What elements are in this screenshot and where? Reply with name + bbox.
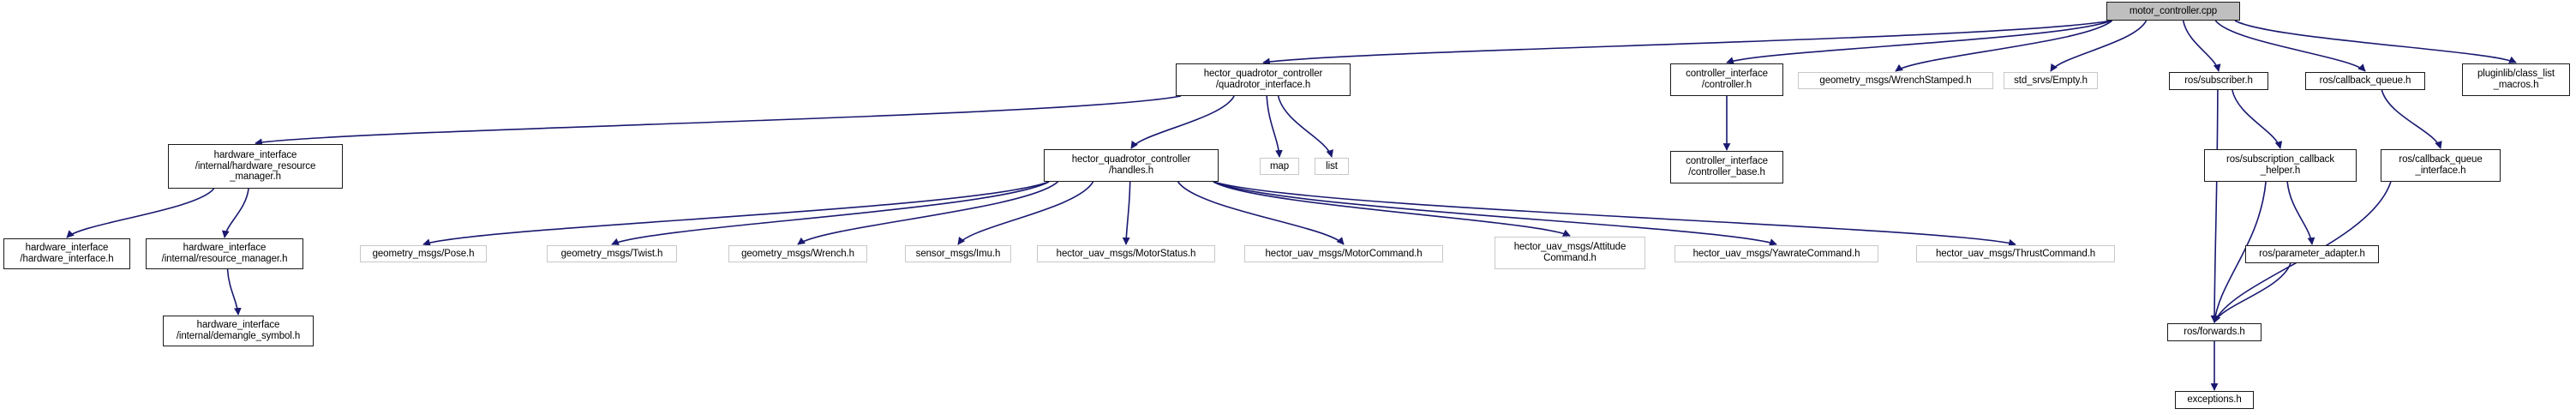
graph-node-std-srvs-empty-h[interactable]: std_srvs/Empty.h bbox=[2004, 72, 2098, 89]
graph-edge-handles-h-to-sensor-imu-h bbox=[957, 181, 1094, 245]
graph-edge-quadrotor-interface-h-to-handles-h bbox=[1130, 95, 1235, 149]
graph-edge-resource-manager-h-to-demangle-symbol-h bbox=[226, 268, 242, 316]
graph-edge-motor-controller-cpp-to-pluginlib-class-list-h bbox=[2234, 20, 2517, 63]
graph-node-controller-h[interactable]: controller_interface /controller.h bbox=[1670, 63, 1783, 96]
graph-edge-handles-h-to-thrust-command-h bbox=[1213, 181, 2016, 247]
graph-edge-motor-controller-cpp-to-ros-callback-queue-h bbox=[2214, 20, 2366, 72]
graph-edge-ros-subscriber-h-to-subscription-callback-helper-h bbox=[2232, 89, 2283, 149]
graph-node-resource-manager-h[interactable]: hardware_interface /internal/resource_ma… bbox=[146, 238, 303, 269]
graph-node-hardware-interface-h[interactable]: hardware_interface /hardware_interface.h bbox=[3, 238, 130, 269]
graph-edge-handles-h-to-yawrate-command-h bbox=[1213, 181, 1777, 246]
graph-edge-quadrotor-interface-h-to-hardware-resource-manager-h bbox=[255, 95, 1182, 147]
graph-node-hardware-resource-manager-h[interactable]: hardware_interface /internal/hardware_re… bbox=[168, 144, 343, 189]
graph-node-quadrotor-interface-h[interactable]: hector_quadrotor_controller /quadrotor_i… bbox=[1176, 63, 1351, 96]
graph-node-geometry-twist-h[interactable]: geometry_msgs/Twist.h bbox=[547, 245, 677, 262]
graph-edge-quadrotor-interface-h-to-map-h bbox=[1266, 95, 1283, 158]
graph-node-motor-command-h[interactable]: hector_uav_msgs/MotorCommand.h bbox=[1244, 245, 1443, 262]
graph-edge-motor-controller-cpp-to-controller-h bbox=[1726, 20, 2112, 64]
graph-edge-motor-controller-cpp-to-quadrotor-interface-h bbox=[1262, 20, 2112, 66]
graph-node-ros-subscriber-h[interactable]: ros/subscriber.h bbox=[2169, 72, 2268, 90]
graph-node-pluginlib-class-list-h[interactable]: pluginlib/class_list _macros.h bbox=[2462, 63, 2570, 96]
graph-edge-handles-h-to-attitude-command-h bbox=[1213, 181, 1571, 237]
graph-edge-handles-h-to-geometry-wrench-h bbox=[797, 181, 1058, 245]
graph-edge-ros-callback-queue-h-to-callback-queue-interface-h bbox=[2381, 89, 2442, 149]
graph-edge-motor-controller-cpp-to-wrench-stamped-h bbox=[1895, 20, 2113, 72]
graph-edge-handles-h-to-geometry-pose-h bbox=[422, 181, 1050, 246]
graph-node-list-h[interactable]: list bbox=[1315, 158, 1349, 175]
graph-node-subscription-callback-helper-h[interactable]: ros/subscription_callback _helper.h bbox=[2204, 149, 2357, 182]
graph-node-exceptions-h[interactable]: exceptions.h bbox=[2175, 391, 2254, 409]
graph-edge-motor-controller-cpp-to-ros-subscriber-h bbox=[2182, 20, 2221, 72]
graph-node-parameter-adapter-h[interactable]: ros/parameter_adapter.h bbox=[2245, 245, 2379, 263]
graph-node-callback-queue-interface-h[interactable]: ros/callback_queue _interface.h bbox=[2381, 149, 2501, 182]
graph-edge-subscription-callback-helper-h-to-parameter-adapter-h bbox=[2286, 181, 2315, 245]
graph-node-map-h[interactable]: map bbox=[1260, 158, 1299, 175]
graph-node-sensor-imu-h[interactable]: sensor_msgs/Imu.h bbox=[905, 245, 1011, 262]
graph-edge-parameter-adapter-h-to-ros-forwards-h bbox=[2214, 262, 2291, 323]
graph-edge-hardware-resource-manager-h-to-resource-manager-h bbox=[221, 188, 249, 238]
graph-edge-motor-controller-cpp-to-std-srvs-empty-h bbox=[2050, 20, 2148, 72]
graph-node-motor-controller-cpp[interactable]: motor_controller.cpp bbox=[2106, 2, 2240, 21]
graph-node-handles-h[interactable]: hector_quadrotor_controller /handles.h bbox=[1044, 149, 1219, 182]
graph-node-geometry-wrench-h[interactable]: geometry_msgs/Wrench.h bbox=[728, 245, 867, 262]
graph-node-motor-status-h[interactable]: hector_uav_msgs/MotorStatus.h bbox=[1037, 245, 1215, 262]
graph-node-ros-forwards-h[interactable]: ros/forwards.h bbox=[2167, 323, 2261, 341]
graph-node-attitude-command-h[interactable]: hector_uav_msgs/Attitude Command.h bbox=[1495, 237, 1645, 269]
graph-node-thrust-command-h[interactable]: hector_uav_msgs/ThrustCommand.h bbox=[1916, 245, 2115, 262]
graph-node-ros-callback-queue-h[interactable]: ros/callback_queue.h bbox=[2305, 72, 2425, 90]
graph-edge-hardware-resource-manager-h-to-hardware-interface-h bbox=[66, 188, 215, 238]
graph-edge-handles-h-to-geometry-twist-h bbox=[611, 181, 1050, 245]
graph-node-demangle-symbol-h[interactable]: hardware_interface /internal/demangle_sy… bbox=[163, 316, 314, 346]
graph-edge-handles-h-to-motor-command-h bbox=[1177, 181, 1345, 245]
graph-node-wrench-stamped-h[interactable]: geometry_msgs/WrenchStamped.h bbox=[1798, 72, 1993, 89]
graph-node-geometry-pose-h[interactable]: geometry_msgs/Pose.h bbox=[360, 245, 487, 262]
graph-node-controller-base-h[interactable]: controller_interface /controller_base.h bbox=[1670, 151, 1783, 183]
graph-edge-handles-h-to-motor-status-h bbox=[1122, 181, 1131, 245]
graph-node-yawrate-command-h[interactable]: hector_uav_msgs/YawrateCommand.h bbox=[1674, 245, 1878, 262]
graph-edge-ros-subscriber-h-to-ros-forwards-h bbox=[2210, 89, 2219, 323]
graph-edge-quadrotor-interface-h-to-list-h bbox=[1277, 95, 1333, 158]
